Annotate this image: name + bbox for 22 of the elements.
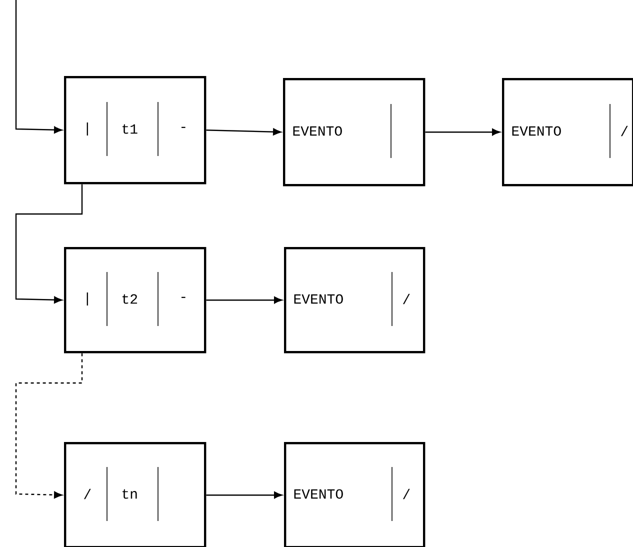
arrow — [206, 296, 282, 304]
arrow — [15, 0, 62, 134]
field-text: / — [402, 294, 410, 304]
arrow — [425, 128, 500, 136]
field-text: | — [86, 292, 88, 306]
arrow — [15, 353, 83, 498]
field-text: t2 — [122, 294, 138, 304]
field-text: / — [402, 488, 410, 500]
field-text: t1 — [122, 124, 138, 134]
field-text: EVENTO — [294, 294, 343, 304]
arrow — [206, 128, 282, 136]
arrow — [206, 492, 282, 499]
field-text: EVENTO — [512, 126, 561, 136]
field-text: - — [182, 126, 186, 128]
field-text: - — [182, 296, 186, 298]
arrow — [15, 184, 83, 304]
field-text: tn — [122, 489, 137, 499]
field-text: / — [84, 488, 91, 500]
field-text: EVENTO — [293, 126, 342, 136]
field-text: EVENTO — [294, 489, 343, 499]
field-text: | — [86, 122, 88, 136]
field-text: / — [620, 126, 628, 136]
